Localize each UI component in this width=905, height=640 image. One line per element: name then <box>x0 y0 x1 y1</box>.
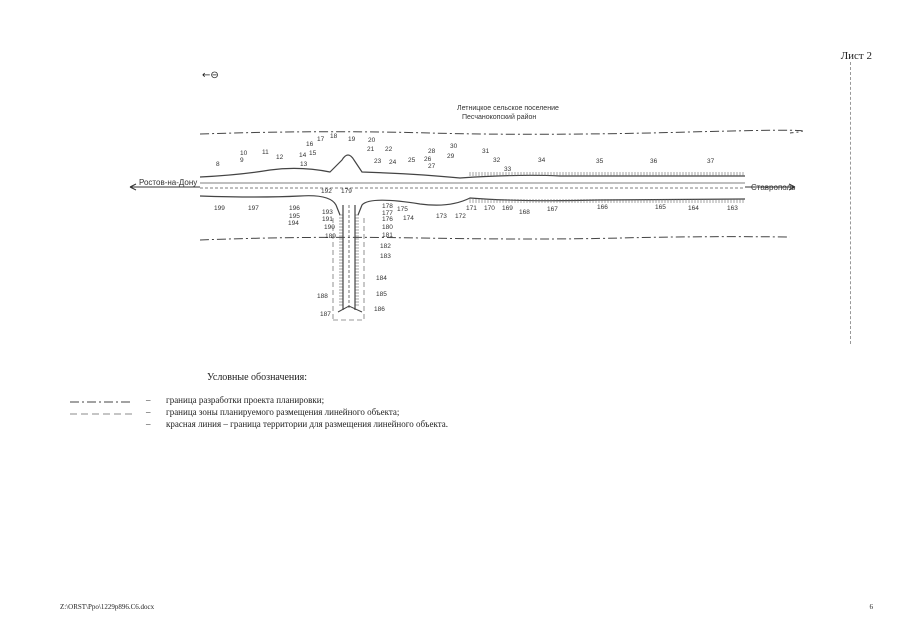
point-label-10: 10 <box>240 150 248 157</box>
point-label-191: 191 <box>322 216 333 223</box>
point-label-32: 32 <box>493 157 501 164</box>
city-label-west: Ростов-на-Дону <box>139 178 197 187</box>
west-arrow-icon <box>129 183 200 191</box>
legend-symbol-long-dash <box>70 413 132 415</box>
point-label-177: 177 <box>382 210 393 217</box>
point-label-29: 29 <box>447 153 455 160</box>
point-label-184: 184 <box>376 275 387 282</box>
point-label-164: 164 <box>688 205 699 212</box>
point-label-190: 190 <box>324 224 335 231</box>
point-label-171: 171 <box>466 205 477 212</box>
point-label-30: 30 <box>450 143 458 150</box>
point-label-181: 181 <box>382 232 393 239</box>
point-label-182: 182 <box>380 243 391 250</box>
legend-item-planning-boundary: – граница разработки проекта планировки; <box>70 395 770 408</box>
point-label-28: 28 <box>428 148 436 155</box>
point-label-185: 185 <box>376 291 387 298</box>
point-label-36: 36 <box>650 158 658 165</box>
point-label-172: 172 <box>455 213 466 220</box>
frame-border-line <box>850 62 851 344</box>
point-label-195: 195 <box>289 213 300 220</box>
city-label-east: Ставрополь <box>751 183 795 192</box>
legend-text: красная линия – граница территории для р… <box>166 419 448 429</box>
legend-symbol-dash-dot <box>70 401 132 403</box>
point-label-167: 167 <box>547 206 558 213</box>
legend-item-zone-boundary: – граница зоны планируемого размещения л… <box>70 407 770 420</box>
point-label-26: 26 <box>424 156 432 163</box>
point-label-176: 176 <box>382 216 393 223</box>
point-label-179: 179 <box>341 188 352 195</box>
road-north-edge <box>199 154 745 179</box>
point-label-31: 31 <box>482 148 490 155</box>
point-label-178: 178 <box>382 203 393 210</box>
point-label-174: 174 <box>403 215 414 222</box>
point-label-166: 166 <box>597 204 608 211</box>
point-label-23: 23 <box>374 158 382 165</box>
point-label-33: 33 <box>504 166 512 173</box>
settlement-label-2: Песчанокопский район <box>462 113 536 121</box>
point-label-194: 194 <box>288 220 299 227</box>
point-label-168: 168 <box>519 209 530 216</box>
east-arrow-icon <box>745 183 796 191</box>
point-label-20: 20 <box>368 137 376 144</box>
point-label-34: 34 <box>538 157 546 164</box>
point-label-192: 192 <box>321 188 332 195</box>
point-label-9: 9 <box>240 157 244 164</box>
branch-road-end <box>337 305 363 313</box>
planning-drawing: Летницкое сельское поселение Песчанокопс… <box>129 105 803 321</box>
point-label-24: 24 <box>389 159 397 166</box>
point-label-17: 17 <box>317 136 325 143</box>
point-label-35: 35 <box>596 158 604 165</box>
road-hatching <box>339 172 744 306</box>
sheet-label: Лист 2 <box>840 50 872 62</box>
point-label-13: 13 <box>300 161 308 168</box>
point-label-175: 175 <box>397 206 408 213</box>
point-label-8: 8 <box>216 161 220 168</box>
point-label-16: 16 <box>306 141 314 148</box>
point-label-199: 199 <box>214 205 225 212</box>
point-label-19: 19 <box>348 136 356 143</box>
point-label-187: 187 <box>320 311 331 318</box>
legend-dash: – <box>146 407 151 417</box>
point-label-25: 25 <box>408 157 416 164</box>
planning-boundary-south <box>199 236 791 241</box>
legend-text: граница зоны планируемого размещения лин… <box>166 407 400 417</box>
zone-boundary-branch <box>332 218 365 321</box>
point-label-163: 163 <box>727 205 738 212</box>
point-label-189: 189 <box>325 233 336 240</box>
north-arrow-icon: ←⊖ <box>202 70 219 81</box>
legend-dash: – <box>146 395 151 405</box>
point-label-15: 15 <box>309 150 317 157</box>
point-label-27: 27 <box>428 163 436 170</box>
point-label-173: 173 <box>436 213 447 220</box>
point-label-14: 14 <box>299 152 307 159</box>
point-label-183: 183 <box>380 253 391 260</box>
point-label-180: 180 <box>382 224 393 231</box>
point-label-196: 196 <box>289 205 300 212</box>
point-label-165: 165 <box>655 204 666 211</box>
legend-item-red-line: – красная линия – граница территории для… <box>70 419 770 432</box>
legend-dash: – <box>146 419 151 429</box>
point-label-197: 197 <box>248 205 259 212</box>
point-label-37: 37 <box>707 158 715 165</box>
point-label-193: 193 <box>322 209 333 216</box>
point-label-18: 18 <box>330 133 338 140</box>
page-number: 6 <box>869 603 874 611</box>
point-label-11: 11 <box>262 149 269 156</box>
point-label-12: 12 <box>276 154 284 161</box>
point-label-169: 169 <box>502 205 513 212</box>
footer-file-path: Z:\ORST\Ppo\1229p896.C6.docx <box>60 603 155 611</box>
legend-text: граница разработки проекта планировки; <box>166 395 325 405</box>
point-label-188: 188 <box>317 293 328 300</box>
settlement-label-1: Летницкое сельское поселение <box>457 105 559 112</box>
point-label-21: 21 <box>367 146 375 153</box>
legend-title: Условные обозначения: <box>207 372 308 383</box>
planning-boundary-north <box>199 129 803 135</box>
road-south-edge <box>199 195 746 216</box>
point-label-170: 170 <box>484 205 495 212</box>
point-label-186: 186 <box>374 306 385 313</box>
point-label-22: 22 <box>385 146 393 153</box>
